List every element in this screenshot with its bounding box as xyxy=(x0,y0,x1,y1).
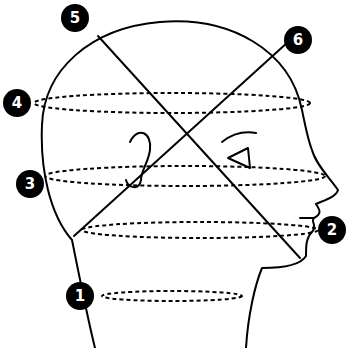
callout-number: 5 xyxy=(61,4,89,32)
mouth-line xyxy=(300,217,314,219)
diagonal-line xyxy=(74,42,288,236)
head-outline xyxy=(42,21,338,348)
dashed-ring xyxy=(82,222,318,238)
callout-number: 4 xyxy=(3,89,31,117)
eye xyxy=(228,148,250,168)
callout-number: 1 xyxy=(66,282,94,310)
diagonal-line xyxy=(98,36,300,258)
callout-number: 3 xyxy=(16,170,44,198)
callout-number: 6 xyxy=(284,26,312,54)
eyebrow xyxy=(222,132,256,142)
dashed-ring xyxy=(45,166,325,186)
dashed-ring xyxy=(102,291,242,301)
callout-number: 2 xyxy=(318,216,346,244)
dashed-ring xyxy=(34,93,310,113)
